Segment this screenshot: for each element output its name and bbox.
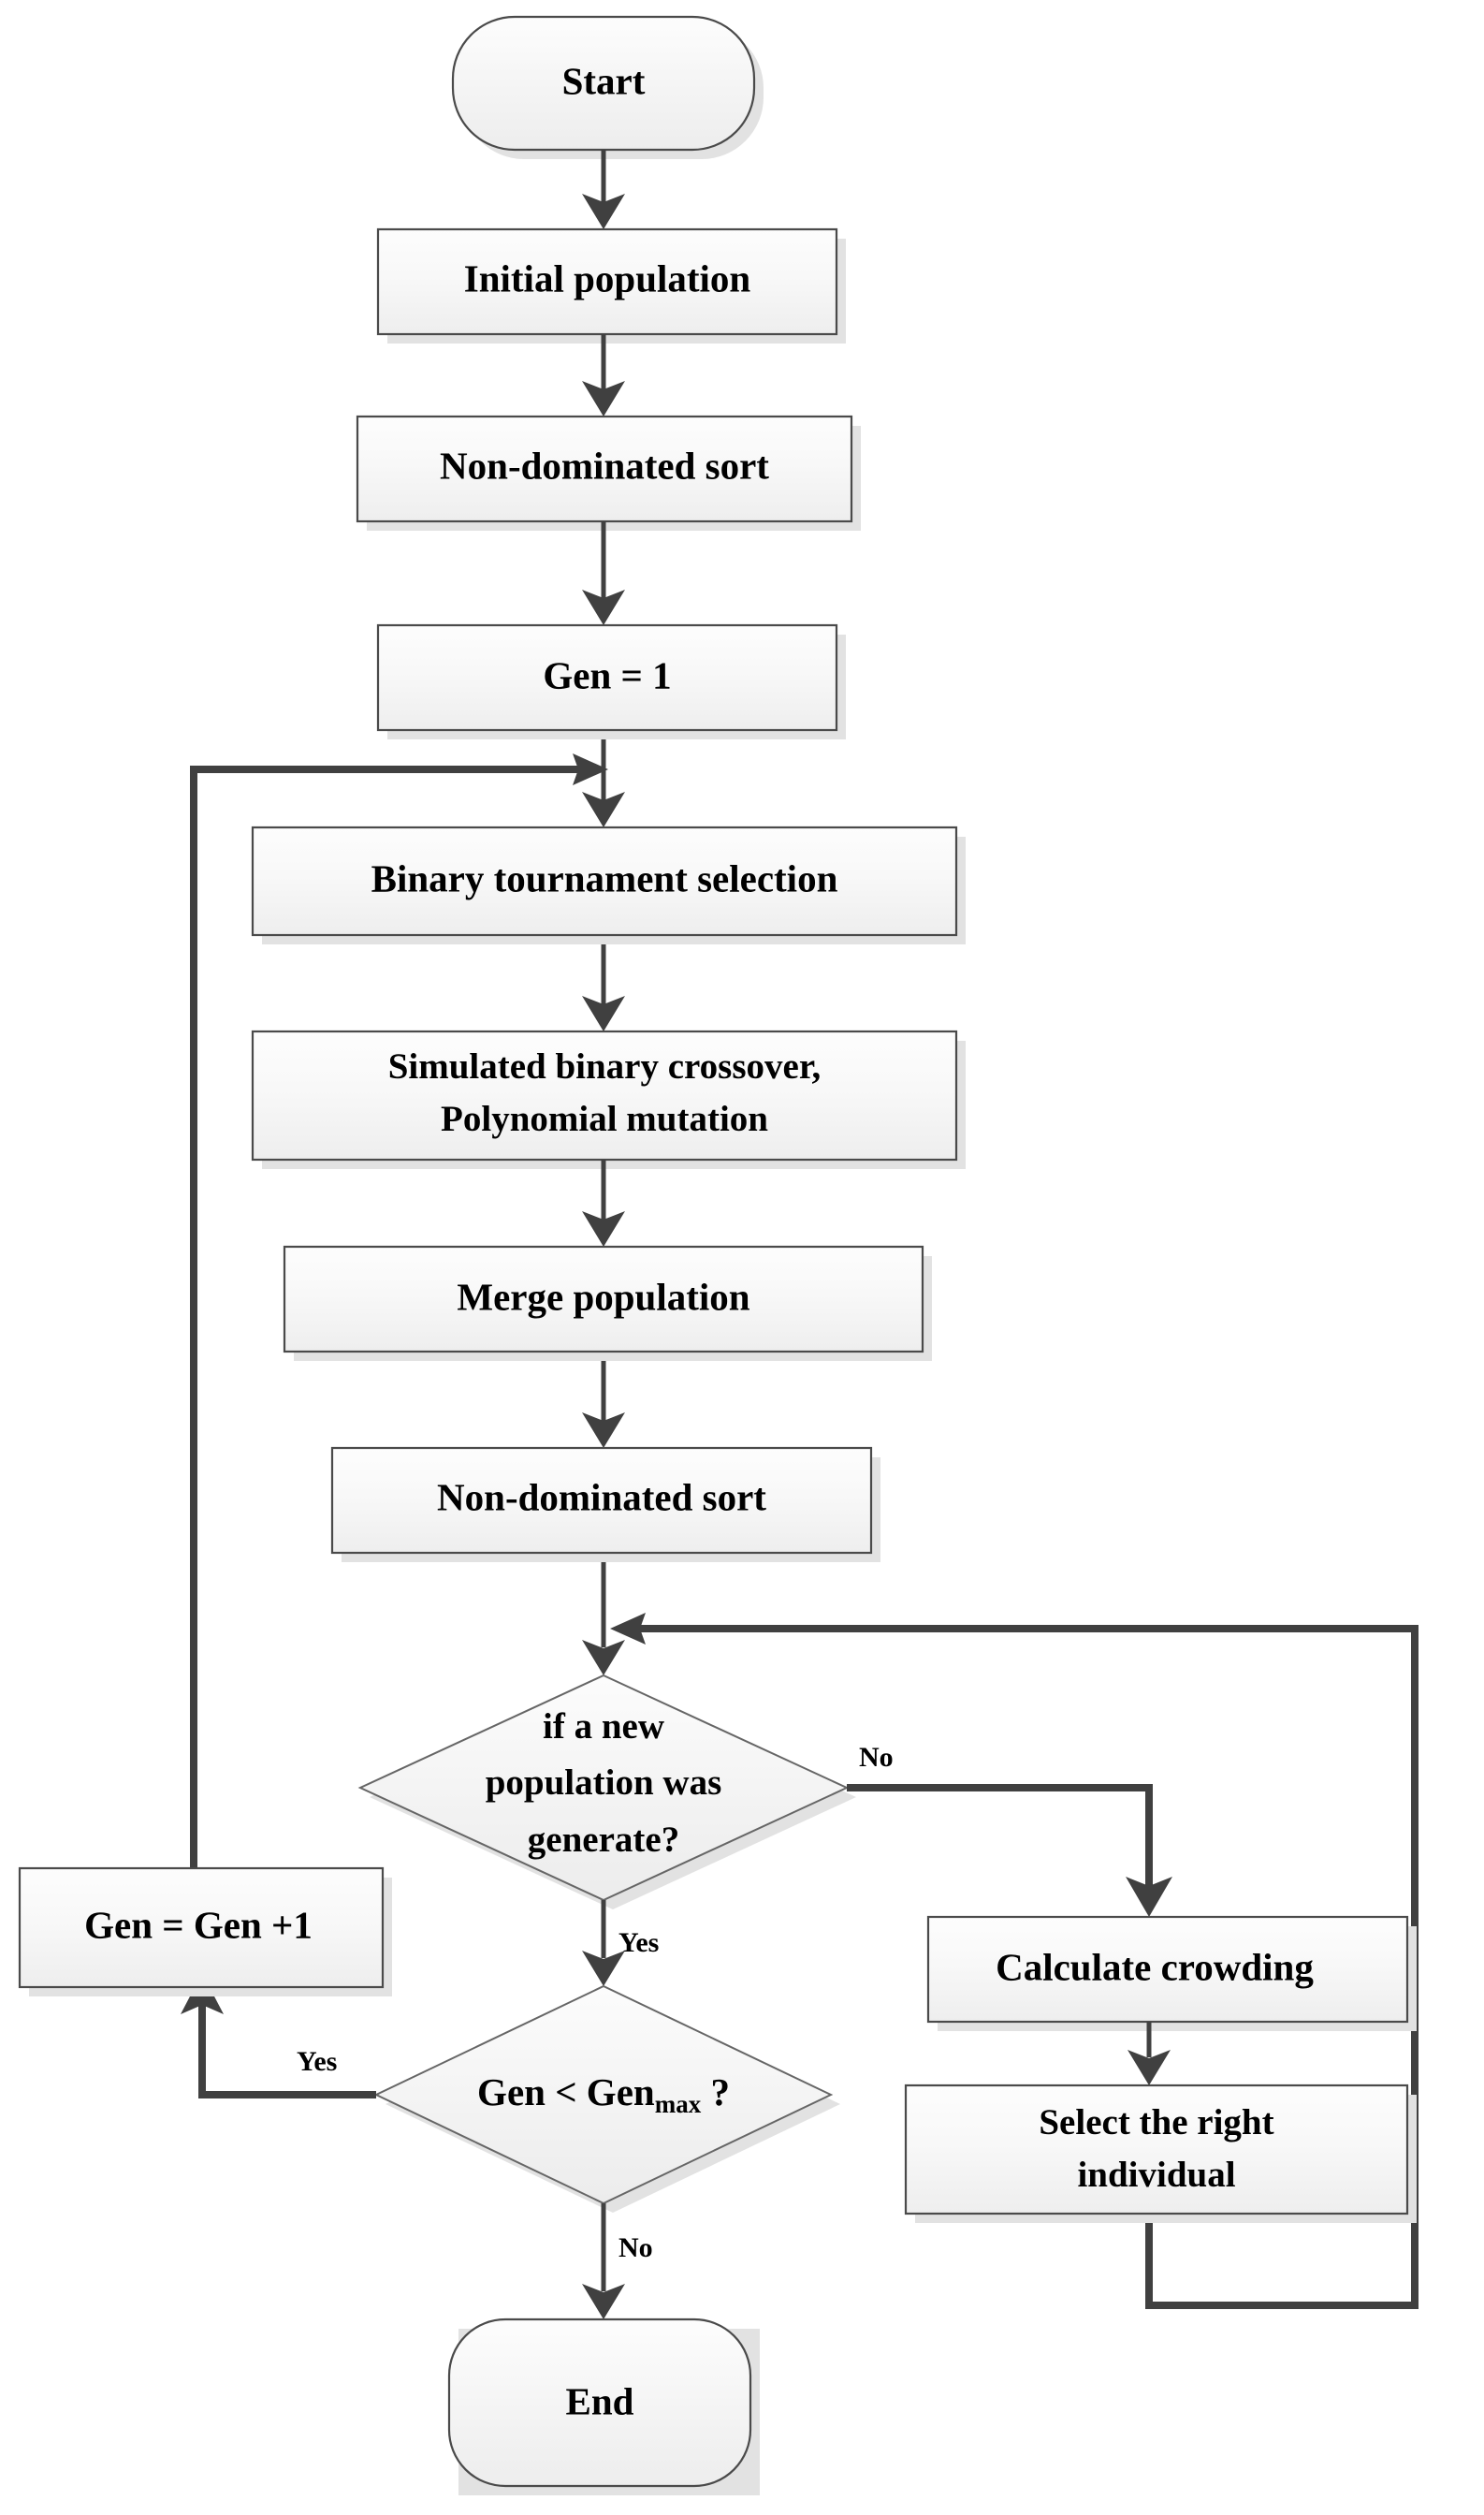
node-calculate-crowding: Calculate crowding bbox=[926, 1915, 1417, 2031]
node-gen-init-label: Gen = 1 bbox=[543, 653, 671, 696]
node-decision-new-population: if a new population was generate? bbox=[357, 1674, 856, 1909]
node-decision-new-population-line3: generate? bbox=[528, 1820, 679, 1860]
connector-crowding-to-select bbox=[1128, 2022, 1171, 2085]
node-crossover-mutation-line2: Polynomial mutation bbox=[441, 1099, 768, 1139]
node-decision-gen-max-label: Gen < Genmax ? bbox=[477, 2070, 730, 2118]
node-calculate-crowding-label: Calculate crowding bbox=[996, 1945, 1314, 1988]
connector-decision1-no bbox=[847, 1784, 1172, 1917]
connector-start-to-initial bbox=[582, 150, 625, 229]
edge-label-yes-gen-max: Yes bbox=[297, 2046, 337, 2077]
node-gen-init: Gen = 1 bbox=[376, 623, 846, 739]
node-crossover-mutation-line1: Simulated binary crossover, bbox=[388, 1046, 822, 1087]
node-non-dominated-sort-1: Non-dominated sort bbox=[356, 415, 861, 531]
node-non-dominated-sort-1-label: Non-dominated sort bbox=[440, 444, 769, 487]
node-initial-population-label: Initial population bbox=[464, 256, 751, 300]
node-decision-gen-max-subscript: max bbox=[655, 2090, 702, 2118]
connector-loop-left bbox=[190, 753, 608, 1868]
connector-sort1-to-gen-init bbox=[582, 521, 625, 625]
edge-label-no-gen-max: No bbox=[618, 2232, 653, 2263]
connector-sort2-to-decision1 bbox=[582, 1562, 625, 1675]
node-crossover-mutation: Simulated binary crossover, Polynomial m… bbox=[251, 1030, 966, 1169]
connector-gen-init-to-tournament bbox=[582, 739, 625, 827]
node-select-individual: Select the right individual bbox=[904, 2084, 1417, 2223]
node-start: Start bbox=[451, 15, 764, 159]
connector-merge-to-sort2 bbox=[582, 1361, 625, 1448]
node-select-individual-line1: Select the right bbox=[1039, 2102, 1273, 2142]
node-non-dominated-sort-2: Non-dominated sort bbox=[330, 1446, 880, 1562]
edge-label-yes-new-population: Yes bbox=[618, 1927, 659, 1958]
node-select-individual-line2: individual bbox=[1077, 2155, 1235, 2195]
edge-label-no-new-population: No bbox=[859, 1742, 894, 1773]
node-non-dominated-sort-2-label: Non-dominated sort bbox=[437, 1475, 766, 1518]
connector-crossover-to-merge bbox=[582, 1160, 625, 1247]
node-binary-tournament: Binary tournament selection bbox=[251, 826, 966, 944]
node-gen-increment: Gen = Gen +1 bbox=[18, 1866, 392, 1996]
node-decision-new-population-line1: if a new bbox=[543, 1706, 664, 1747]
connector-loop-right bbox=[610, 1613, 1419, 2309]
connector-decision2-no bbox=[582, 2203, 625, 2319]
node-decision-gen-max-suffix: ? bbox=[701, 2070, 730, 2113]
node-end-label: End bbox=[566, 2379, 634, 2422]
node-decision-new-population-line2: population was bbox=[486, 1762, 722, 1803]
node-merge-population: Merge population bbox=[283, 1245, 932, 1361]
node-decision-gen-max-prefix: Gen < Gen bbox=[477, 2070, 655, 2113]
node-initial-population: Initial population bbox=[376, 227, 846, 344]
node-end: End bbox=[447, 2318, 760, 2495]
connector-tournament-to-crossover bbox=[582, 944, 625, 1031]
node-gen-increment-label: Gen = Gen +1 bbox=[84, 1903, 313, 1946]
node-merge-population-label: Merge population bbox=[457, 1275, 749, 1318]
node-start-label: Start bbox=[562, 59, 646, 102]
node-decision-gen-max: Gen < Genmax ? bbox=[373, 1984, 840, 2213]
connector-decision1-yes bbox=[582, 1900, 625, 1986]
connector-initial-to-sort1 bbox=[582, 334, 625, 417]
node-binary-tournament-label: Binary tournament selection bbox=[371, 856, 838, 899]
